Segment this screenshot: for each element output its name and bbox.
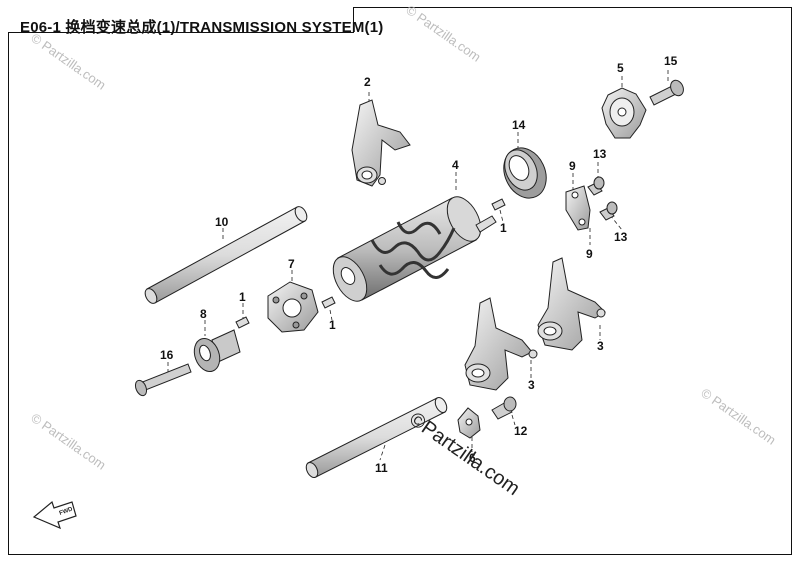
- callout-10: 10: [215, 215, 229, 229]
- watermark-faint-3: © Partzilla.com: [28, 410, 108, 473]
- bolt-13-upper: [587, 176, 605, 196]
- direction-arrow-icon: FWD: [32, 500, 77, 530]
- watermark-faint-4: © Partzilla.com: [698, 385, 778, 448]
- shift-fork-3-left: [464, 297, 538, 391]
- screw-16: [134, 363, 192, 397]
- shift-cam-7: [267, 281, 319, 333]
- callout-labels: 2 4 5 15 14 9 13 13 9 1 10 7 1 1 8 16 3 …: [160, 54, 678, 475]
- callout-15: 15: [664, 54, 678, 68]
- callout-2: 2: [364, 75, 371, 89]
- callout-13-upper: 13: [593, 147, 607, 161]
- bolt-15: [649, 79, 684, 106]
- callout-7: 7: [288, 257, 295, 271]
- callout-5: 5: [617, 61, 624, 75]
- shift-fork-3-right: [537, 257, 606, 351]
- diagram-title: E06-1 换档变速总成(1)/TRANSMISSION SYSTEM(1): [20, 19, 384, 36]
- diagram-border: [8, 7, 792, 555]
- pin-1-cam-left: [235, 316, 250, 329]
- bearing-14: [503, 147, 547, 199]
- shift-drum-4: [332, 196, 497, 302]
- callout-1-cam-left: 1: [239, 290, 246, 304]
- bushing-8: [193, 329, 241, 372]
- bolt-12: [491, 396, 517, 420]
- callout-1-drum: 1: [500, 221, 507, 235]
- callout-4: 4: [452, 158, 459, 172]
- watermark-faint-1: © Partzilla.com: [28, 30, 108, 93]
- callout-16: 16: [160, 348, 174, 362]
- shift-fork-shaft-10: [144, 206, 308, 304]
- pin-1-cam-right: [321, 296, 336, 309]
- bolt-13-lower: [599, 201, 618, 221]
- shift-fork-shaft-11: [305, 397, 448, 478]
- callout-6: 6: [469, 451, 476, 465]
- callout-13-lower: 13: [614, 230, 628, 244]
- stopper-plate-9: [565, 185, 591, 231]
- direction-arrow-label: FWD: [59, 506, 75, 517]
- callout-9-upper: 9: [569, 159, 576, 173]
- callout-3-right: 3: [597, 339, 604, 353]
- shift-drum-stopper-5: [601, 87, 647, 139]
- title-box: E06-1 换档变速总成(1)/TRANSMISSION SYSTEM(1): [8, 7, 383, 36]
- shift-fork-2: [351, 99, 411, 187]
- callout-9-lower: 9: [586, 247, 593, 261]
- callout-12: 12: [514, 424, 528, 438]
- callout-11: 11: [375, 461, 388, 475]
- callout-3-left: 3: [528, 378, 535, 392]
- plate-6: [457, 407, 481, 439]
- watermark-faint-2: © Partzilla.com: [403, 2, 483, 65]
- callout-8: 8: [200, 307, 207, 321]
- callout-14: 14: [512, 118, 526, 132]
- pin-1-drum: [491, 198, 506, 211]
- callout-1-cam-right: 1: [329, 318, 336, 332]
